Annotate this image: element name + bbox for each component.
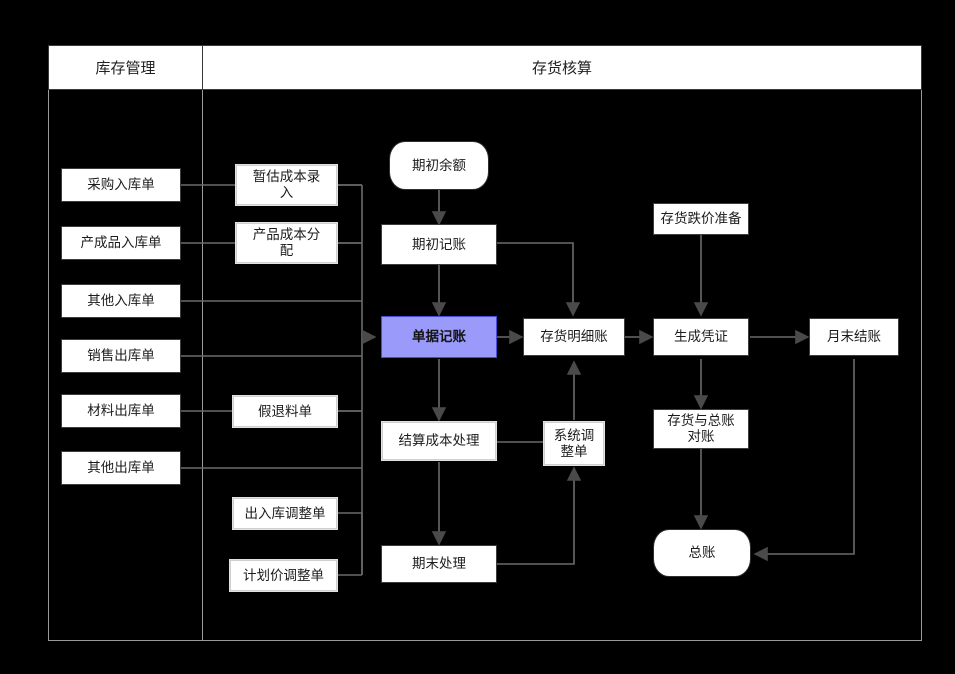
- node-label: 采购入库单: [87, 177, 155, 193]
- node-label: 销售出库单: [87, 348, 155, 364]
- node-label: 出入库调整单: [244, 505, 326, 521]
- node-label: 期末处理: [412, 556, 466, 572]
- node-inv-gl-recon[interactable]: 存货与总账 对账: [653, 409, 749, 449]
- node-label: 结算成本处理: [398, 433, 480, 449]
- node-product-cost-alloc[interactable]: 产品成本分 配: [235, 222, 338, 264]
- node-purchase-in[interactable]: 采购入库单: [61, 168, 181, 202]
- lane-header-inventory-acct: 存货核算: [202, 45, 922, 90]
- node-label: 总账: [688, 545, 716, 561]
- node-label: 存货与总账 对账: [667, 413, 735, 444]
- node-label: 材料出库单: [87, 403, 155, 419]
- node-label: 计划价调整单: [243, 567, 324, 583]
- node-inout-adjust[interactable]: 出入库调整单: [232, 497, 338, 530]
- node-other-in[interactable]: 其他入库单: [61, 284, 181, 318]
- node-inventory-provision[interactable]: 存货跌价准备: [653, 203, 749, 235]
- node-plan-price-adjust[interactable]: 计划价调整单: [229, 559, 338, 592]
- node-label: 存货明细账: [540, 329, 608, 345]
- node-doc-posting[interactable]: 单据记账: [381, 316, 497, 358]
- node-opening-posting[interactable]: 期初记账: [381, 224, 497, 265]
- node-label: 期初记账: [412, 236, 466, 252]
- node-label: 期初余额: [412, 157, 466, 173]
- node-system-adjust[interactable]: 系统调 整单: [543, 421, 605, 466]
- node-period-end[interactable]: 期末处理: [381, 545, 497, 583]
- node-label: 其他出库单: [87, 460, 155, 476]
- node-general-ledger[interactable]: 总账: [653, 529, 751, 577]
- node-label: 系统调 整单: [553, 427, 595, 459]
- node-label: 单据记账: [412, 329, 466, 345]
- node-month-end-close[interactable]: 月末结账: [809, 318, 899, 356]
- node-sales-out[interactable]: 销售出库单: [61, 339, 181, 373]
- node-label: 存货跌价准备: [660, 211, 742, 227]
- lane-header-label: 存货核算: [531, 60, 592, 77]
- node-settle-cost[interactable]: 结算成本处理: [381, 421, 497, 461]
- node-finished-in[interactable]: 产成品入库单: [61, 226, 181, 260]
- node-label: 其他入库单: [87, 293, 155, 309]
- node-fake-return[interactable]: 假退料单: [232, 395, 338, 428]
- node-opening-balance[interactable]: 期初余额: [389, 141, 489, 190]
- node-label: 暂估成本录 入: [252, 169, 321, 200]
- node-inventory-detail[interactable]: 存货明细账: [523, 318, 625, 356]
- node-est-cost-entry[interactable]: 暂估成本录 入: [235, 164, 338, 206]
- node-material-out[interactable]: 材料出库单: [61, 394, 181, 428]
- node-label: 假退料单: [258, 403, 312, 419]
- node-label: 生成凭证: [674, 329, 728, 345]
- node-label: 产品成本分 配: [252, 227, 321, 258]
- node-label: 月末结账: [827, 329, 881, 345]
- node-gen-voucher[interactable]: 生成凭证: [653, 318, 749, 356]
- node-label: 产成品入库单: [80, 235, 162, 251]
- lane-header-label: 库存管理: [95, 60, 156, 77]
- node-other-out[interactable]: 其他出库单: [61, 451, 181, 485]
- lane-divider: [202, 45, 203, 641]
